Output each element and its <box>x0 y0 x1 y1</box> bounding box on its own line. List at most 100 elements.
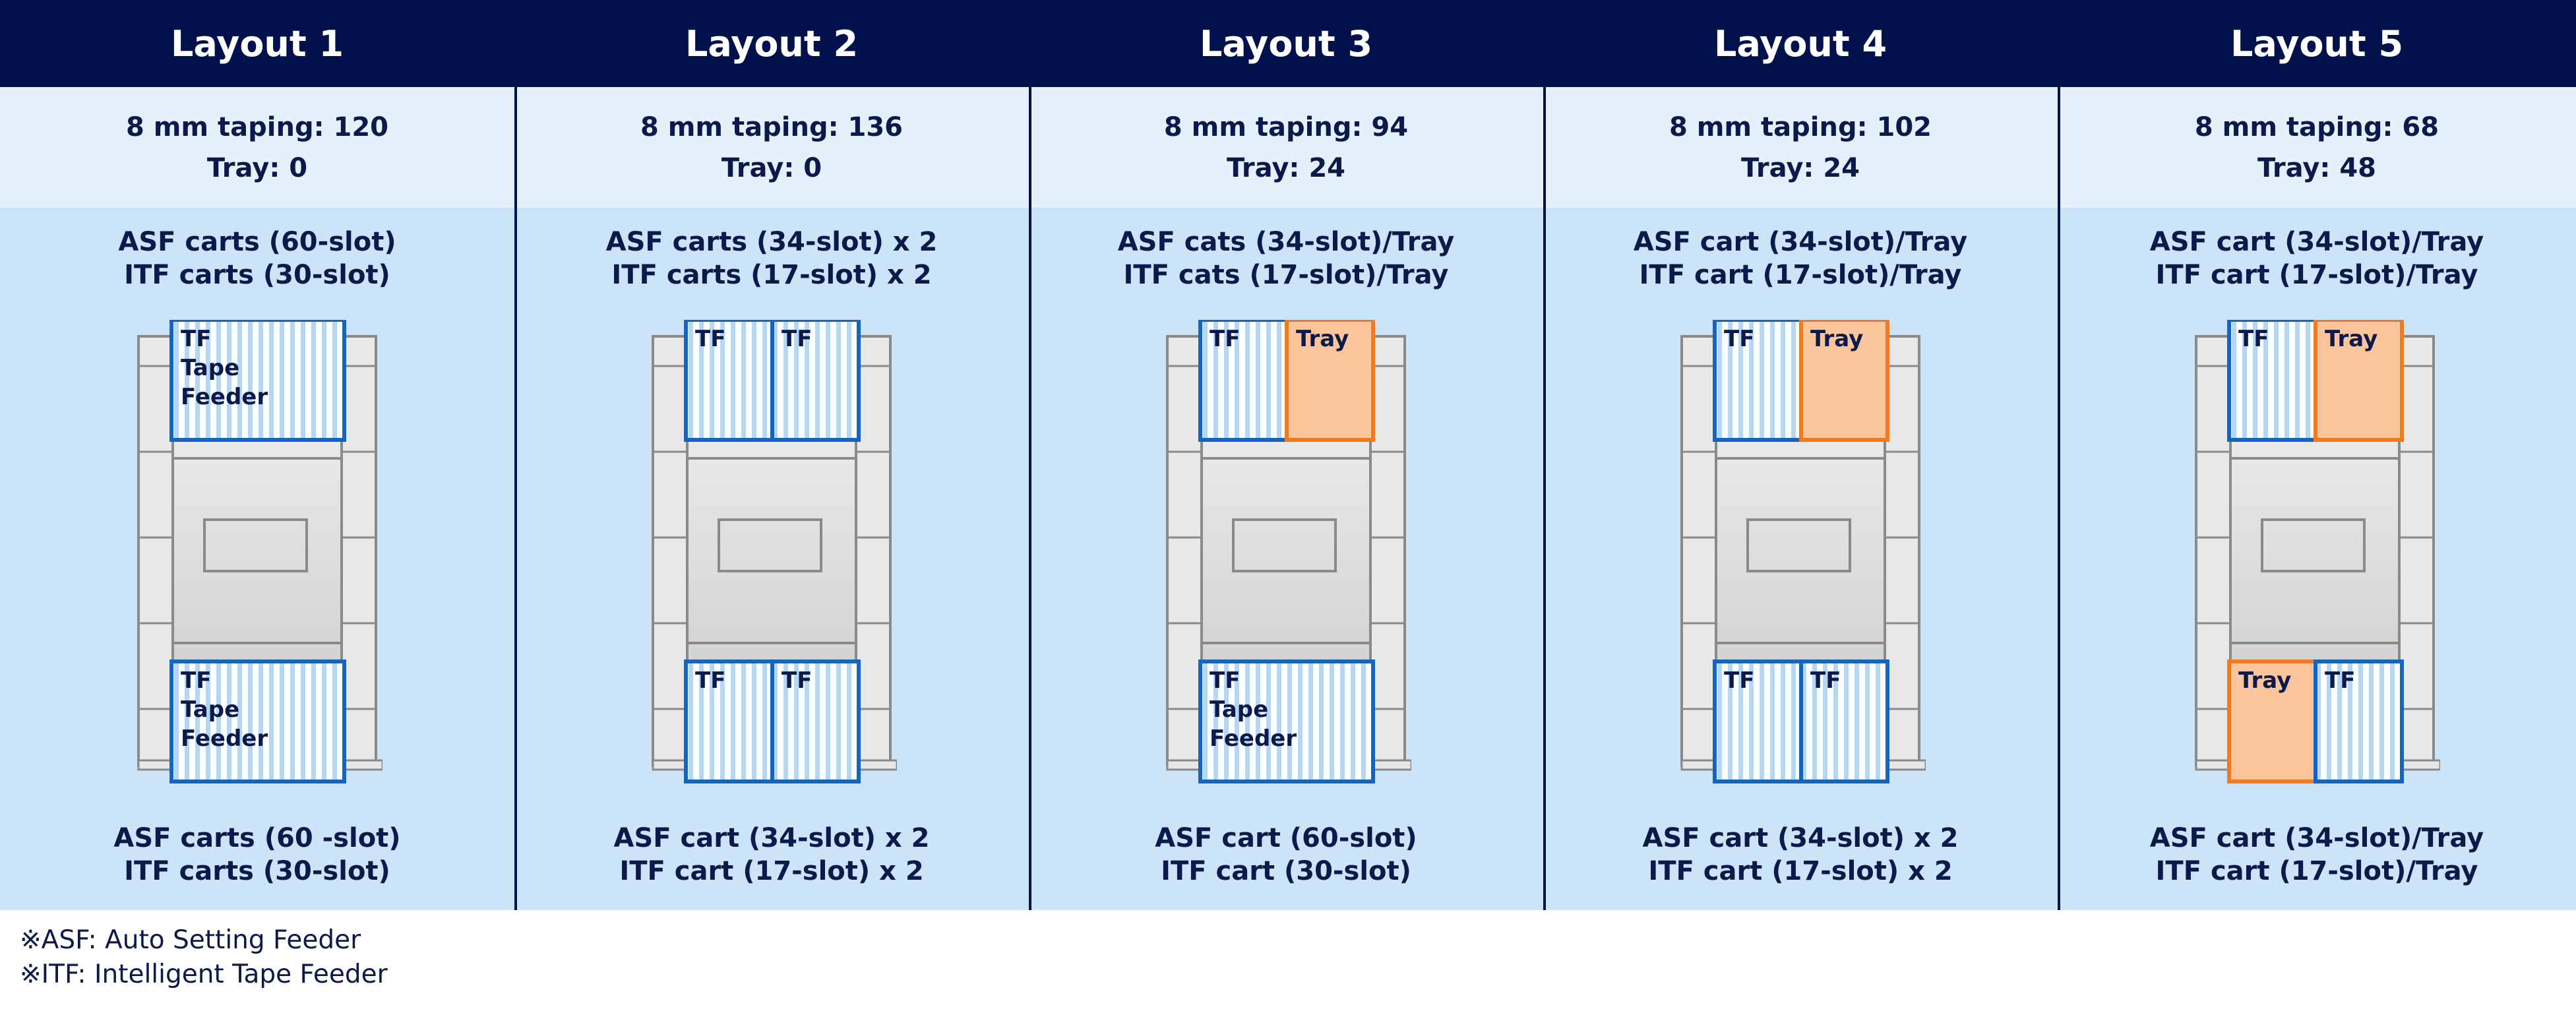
bottom-cart-caption: ASF carts (60 -slot) ITF carts (30-slot) <box>0 822 514 888</box>
column-divider <box>1029 0 1031 910</box>
tape-feeder-cart-bottom: TF <box>684 659 774 783</box>
layout-body: ASF cats (34-slot)/Tray ITF cats (17-slo… <box>1029 208 1543 910</box>
tape-feeder-cart-top: TF <box>684 318 774 442</box>
layout-summary: 8 mm taping: 102 Tray: 24 <box>1543 87 2058 208</box>
bottom-asf-caption: ASF cart (34-slot) x 2 <box>613 823 930 853</box>
bottom-asf-caption: ASF cart (34-slot)/Tray <box>2149 823 2484 853</box>
feeder-label: Tray <box>2238 667 2291 694</box>
layout-summary: 8 mm taping: 94 Tray: 24 <box>1029 87 1543 208</box>
tape-feeder-cart-top: TF <box>2227 318 2317 442</box>
bottom-cart-caption: ASF cart (34-slot) x 2 ITF cart (17-slot… <box>514 822 1029 888</box>
feeder-label: Tray <box>1810 326 1863 352</box>
top-cart-caption: ASF cart (34-slot)/Tray ITF cart (17-slo… <box>2058 226 2576 291</box>
tape-feeder-cart-top: TF <box>770 318 861 442</box>
tray-count: Tray: 0 <box>206 152 308 183</box>
tape-feeder-cart-bottom: TF <box>2314 659 2404 783</box>
layout-body: ASF cart (34-slot)/Tray ITF cart (17-slo… <box>2058 208 2576 910</box>
tape-feeder-cart-bottom: TF <box>1799 659 1889 783</box>
machine-window <box>1232 518 1337 572</box>
machine-side-rails <box>652 335 898 771</box>
feeder-label: TF <box>695 667 725 694</box>
bottom-asf-caption: ASF carts (60 -slot) <box>113 823 401 853</box>
bottom-itf-caption: ITF cart (30-slot) <box>1161 856 1411 886</box>
top-asf-caption: ASF carts (34-slot) x 2 <box>605 227 938 257</box>
layout-title: Layout 4 <box>1543 0 2058 87</box>
feeder-label: Feeder <box>1210 725 1297 752</box>
tape-feeder-cart-bottom: TF <box>770 659 861 783</box>
feeder-label: Feeder <box>181 725 268 752</box>
bottom-itf-caption: ITF carts (30-slot) <box>124 856 390 886</box>
taping-count: 8 mm taping: 94 <box>1163 111 1409 142</box>
machine-window <box>203 518 308 572</box>
footnotes: ※ASF: Auto Setting Feeder ※ITF: Intellig… <box>20 923 388 992</box>
layout-column: Layout 5 8 mm taping: 68 Tray: 48 ASF ca… <box>2058 0 2576 910</box>
layout-title: Layout 5 <box>2058 0 2576 87</box>
machine-svg: TF TF TF TF <box>652 318 898 783</box>
tray-cart-top: Tray <box>2314 318 2404 442</box>
feeder-label: Tape <box>1210 696 1268 723</box>
bottom-itf-caption: ITF cart (17-slot) x 2 <box>1648 856 1953 886</box>
feeder-label: TF <box>695 326 725 352</box>
machine-window <box>1746 518 1851 572</box>
layout-column: Layout 3 8 mm taping: 94 Tray: 24 ASF ca… <box>1029 0 1543 910</box>
layout-summary: 8 mm taping: 68 Tray: 48 <box>2058 87 2576 208</box>
top-itf-caption: ITF carts (17-slot) x 2 <box>611 260 932 290</box>
top-cart-caption: ASF cart (34-slot)/Tray ITF cart (17-slo… <box>1543 226 2058 291</box>
asf-footnote: ※ASF: Auto Setting Feeder <box>20 925 361 955</box>
layout-column: Layout 1 8 mm taping: 120 Tray: 0 ASF ca… <box>0 0 514 910</box>
top-itf-caption: ITF cats (17-slot)/Tray <box>1123 260 1449 290</box>
machine-window <box>2261 518 2366 572</box>
layout-body: ASF carts (60-slot) ITF carts (30-slot) … <box>0 208 514 910</box>
feeder-label: TF <box>1724 326 1754 352</box>
tray-count: Tray: 0 <box>721 152 822 183</box>
feeder-label: TF <box>181 667 211 694</box>
column-divider <box>1543 0 1546 910</box>
bottom-asf-caption: ASF cart (34-slot) x 2 <box>1642 823 1959 853</box>
tray-cart-bottom: Tray <box>2227 659 2317 783</box>
feeder-label: TF <box>2325 667 2355 694</box>
tape-feeder-cart-bottom: TF <box>1713 659 1803 783</box>
machine-side-rails <box>2195 335 2441 771</box>
tray-cart-top: Tray <box>1799 318 1889 442</box>
top-asf-caption: ASF cart (34-slot)/Tray <box>1633 227 1968 257</box>
feeder-label: TF <box>1210 667 1240 694</box>
tray-cart-top: Tray <box>1285 318 1375 442</box>
feeder-label: TF <box>1724 667 1754 694</box>
feeder-label: TF <box>181 326 211 352</box>
top-itf-caption: ITF cart (17-slot)/Tray <box>1639 260 1962 290</box>
layout-summary: 8 mm taping: 136 Tray: 0 <box>514 87 1029 208</box>
machine-window <box>718 518 822 572</box>
layout-body: ASF carts (34-slot) x 2 ITF carts (17-sl… <box>514 208 1029 910</box>
top-asf-caption: ASF cats (34-slot)/Tray <box>1117 227 1455 257</box>
taping-count: 8 mm taping: 102 <box>1669 111 1932 142</box>
column-divider <box>514 0 517 910</box>
layout-comparison-table: Layout 1 8 mm taping: 120 Tray: 0 ASF ca… <box>0 0 2576 910</box>
itf-footnote: ※ITF: Intelligent Tape Feeder <box>20 960 388 989</box>
feeder-label: Tape <box>181 355 239 381</box>
top-cart-caption: ASF carts (34-slot) x 2 ITF carts (17-sl… <box>514 226 1029 291</box>
feeder-label: TF <box>782 667 812 694</box>
bottom-itf-caption: ITF cart (17-slot)/Tray <box>2155 856 2478 886</box>
tray-count: Tray: 24 <box>1226 152 1346 183</box>
bottom-cart-caption: ASF cart (34-slot) x 2 ITF cart (17-slot… <box>1543 822 2058 888</box>
taping-count: 8 mm taping: 120 <box>125 111 389 142</box>
top-asf-caption: ASF carts (60-slot) <box>118 227 396 257</box>
feeder-label: TF <box>782 326 812 352</box>
layout-summary: 8 mm taping: 120 Tray: 0 <box>0 87 514 208</box>
tape-feeder-cart-top: TF <box>1713 318 1803 442</box>
feeder-label: TF <box>2238 326 2269 352</box>
layout-title: Layout 1 <box>0 0 514 87</box>
bottom-asf-caption: ASF cart (60-slot) <box>1155 823 1417 853</box>
feeder-label: TF <box>1810 667 1841 694</box>
layout-title: Layout 3 <box>1029 0 1543 87</box>
layout-title: Layout 2 <box>514 0 1029 87</box>
